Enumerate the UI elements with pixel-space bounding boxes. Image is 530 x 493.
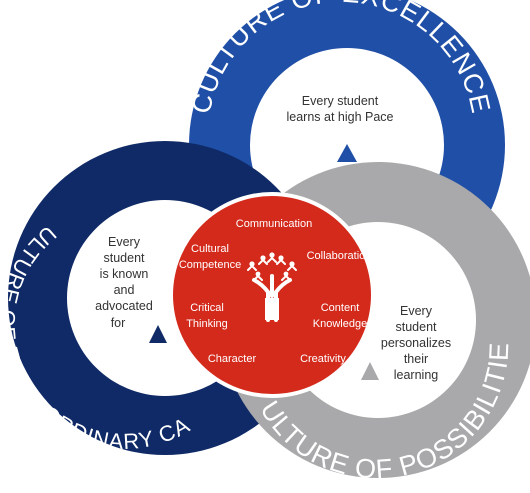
- possibilities-statement-line: learning: [394, 368, 439, 382]
- skill-collaboration: Collaboration: [307, 250, 372, 262]
- skill-content-knowledge: Knowledge: [313, 318, 367, 330]
- care-statement-line: is known: [100, 267, 149, 281]
- excellence-statement-line: Every student: [302, 94, 379, 108]
- skill-critical-thinking: Thinking: [186, 318, 228, 330]
- care-statement-line: student: [103, 251, 145, 265]
- care-statement-line: and: [114, 283, 135, 297]
- possibilities-statement-line: Every: [400, 304, 433, 318]
- care-triangle-icon: [149, 325, 167, 343]
- skill-communication: Communication: [236, 218, 312, 230]
- skill-content-knowledge: Content: [321, 302, 360, 314]
- tree-of-people-icon: [247, 252, 297, 322]
- excellence-statement: Every student learns at high Pace: [286, 94, 393, 124]
- care-statement-line: for: [111, 316, 126, 330]
- skill-creativity: Creativity: [300, 353, 346, 365]
- skill-critical-thinking: Critical: [190, 302, 224, 314]
- care-statement-line: advocated: [95, 299, 153, 313]
- skill-cultural-competence: Competence: [179, 259, 241, 271]
- excellence-triangle-icon: [337, 144, 357, 162]
- possibilities-triangle-icon: [361, 362, 379, 380]
- possibilities-statement-line: their: [404, 352, 428, 366]
- care-statement: Every student is known and advocated for: [95, 235, 153, 330]
- possibilities-statement-line: student: [395, 320, 437, 334]
- skill-character: Character: [208, 353, 257, 365]
- possibilities-statement-line: personalizes: [381, 336, 451, 350]
- skill-cultural-competence: Cultural: [191, 243, 229, 255]
- possibilities-statement: Every student personalizes their learnin…: [381, 304, 451, 382]
- center-circle: Communication Cultural Competence Collab…: [169, 192, 375, 398]
- excellence-statement-line: learns at high Pace: [286, 110, 393, 124]
- care-statement-line: Every: [108, 235, 141, 249]
